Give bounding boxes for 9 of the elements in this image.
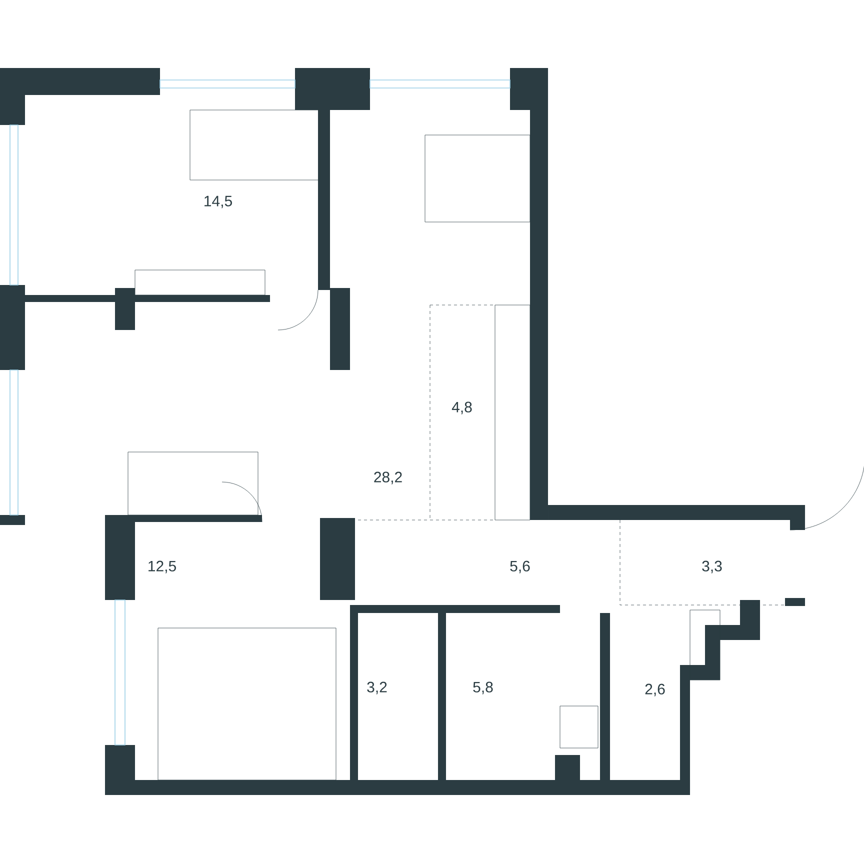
area-label: 14,5 [204, 196, 232, 208]
area-label: 3,2 [367, 682, 387, 694]
area-label: 12,5 [148, 560, 176, 574]
area-label: 5,6 [510, 560, 530, 574]
area-label: 5,8 [473, 682, 493, 694]
area-label: 4,8 [452, 402, 472, 414]
area-label: 2,6 [645, 684, 665, 696]
area-label: 28,2 [374, 472, 402, 484]
area-label: 3,3 [702, 560, 722, 574]
